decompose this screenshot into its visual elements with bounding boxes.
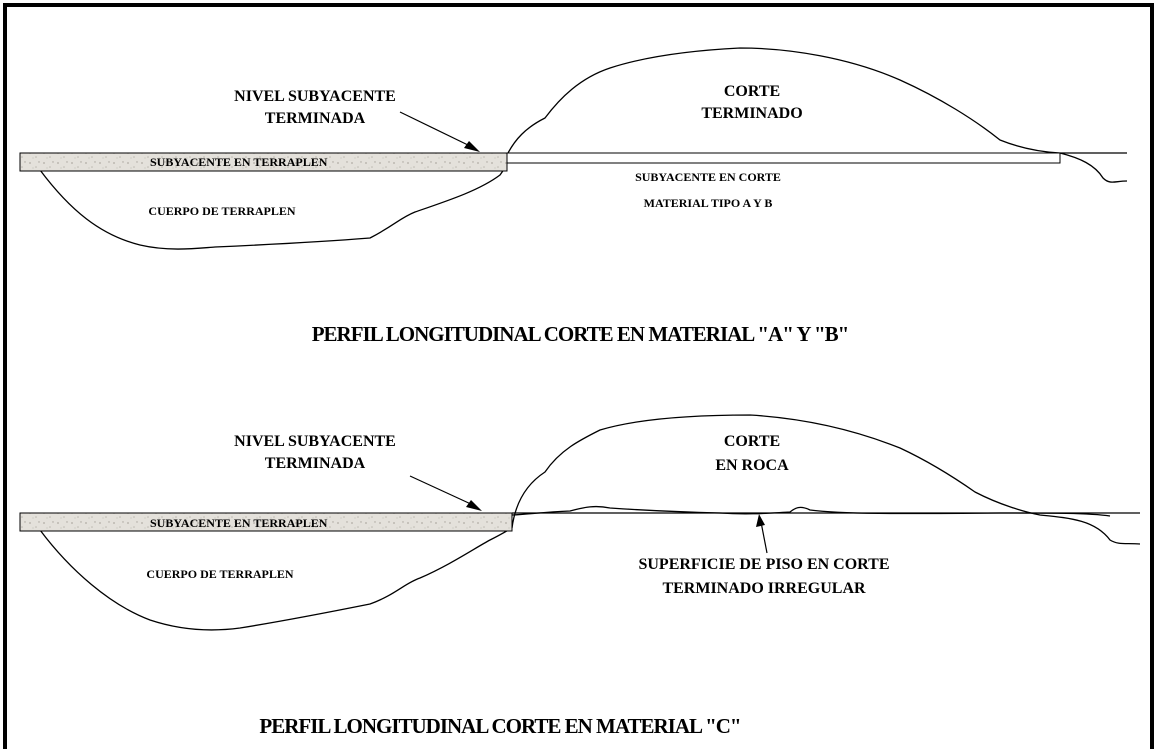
fill-label-c: CUERPO DE TERRAPLEN (146, 567, 293, 581)
floor-label-c-line2: TERMINADO IRREGULAR (662, 580, 866, 597)
band-terraplen-c (19, 512, 513, 532)
arrow-line-a (399, 111, 471, 147)
corte-label-a-line2: TERMINADO (701, 105, 802, 122)
fill-label-a: CUERPO DE TERRAPLEN (148, 204, 295, 218)
cut-label-a-line2: MATERIAL TIPO A Y B (644, 196, 773, 210)
band-corte-a (506, 152, 1061, 164)
floor-arrow-line-c (760, 521, 768, 554)
title-a: PERFIL LONGITUDINAL CORTE EN MATERIAL "A… (312, 322, 849, 346)
ground-drop-a (1059, 152, 1128, 183)
nivel-label-c-line2: TERMINADA (265, 455, 366, 472)
fill-body-outline-a (39, 164, 508, 250)
floor-arrow-head-c (756, 514, 765, 527)
arrow-head-c (466, 500, 482, 511)
cut-mound-outline-c (511, 414, 1141, 545)
corte-label-a-line1: CORTE (724, 83, 780, 100)
corte-label-c-line2: EN ROCA (715, 457, 789, 474)
title-c: PERFIL LONGITUDINAL CORTE EN MATERIAL "C… (259, 714, 740, 738)
arrow-line-c (409, 475, 474, 506)
cut-label-a-line1: SUBYACENTE EN CORTE (635, 170, 781, 184)
nivel-label-a-line1: NIVEL SUBYACENTE (234, 88, 396, 105)
irregular-floor-c (511, 505, 1111, 517)
outer-border (3, 3, 1154, 749)
band-terraplen-label-a: SUBYACENTE EN TERRAPLEN (150, 155, 328, 169)
nivel-label-a-line2: TERMINADA (265, 110, 366, 127)
band-terraplen-label-c: SUBYACENTE EN TERRAPLEN (150, 516, 328, 530)
floor-label-c-line1: SUPERFICIE DE PISO EN CORTE (638, 556, 889, 573)
corte-label-c-line1: CORTE (724, 433, 780, 450)
fill-body-outline-c (39, 527, 513, 631)
nivel-label-c-line1: NIVEL SUBYACENTE (234, 433, 396, 450)
profile-a: SUBYACENTE EN TERRAPLEN NIVEL SUBYACENTE… (19, 47, 1128, 346)
arrow-head-a (464, 141, 480, 152)
cut-mound-outline-a (507, 47, 1061, 154)
profile-c: SUBYACENTE EN TERRAPLEN NIVEL SUBYACENTE… (19, 414, 1141, 738)
